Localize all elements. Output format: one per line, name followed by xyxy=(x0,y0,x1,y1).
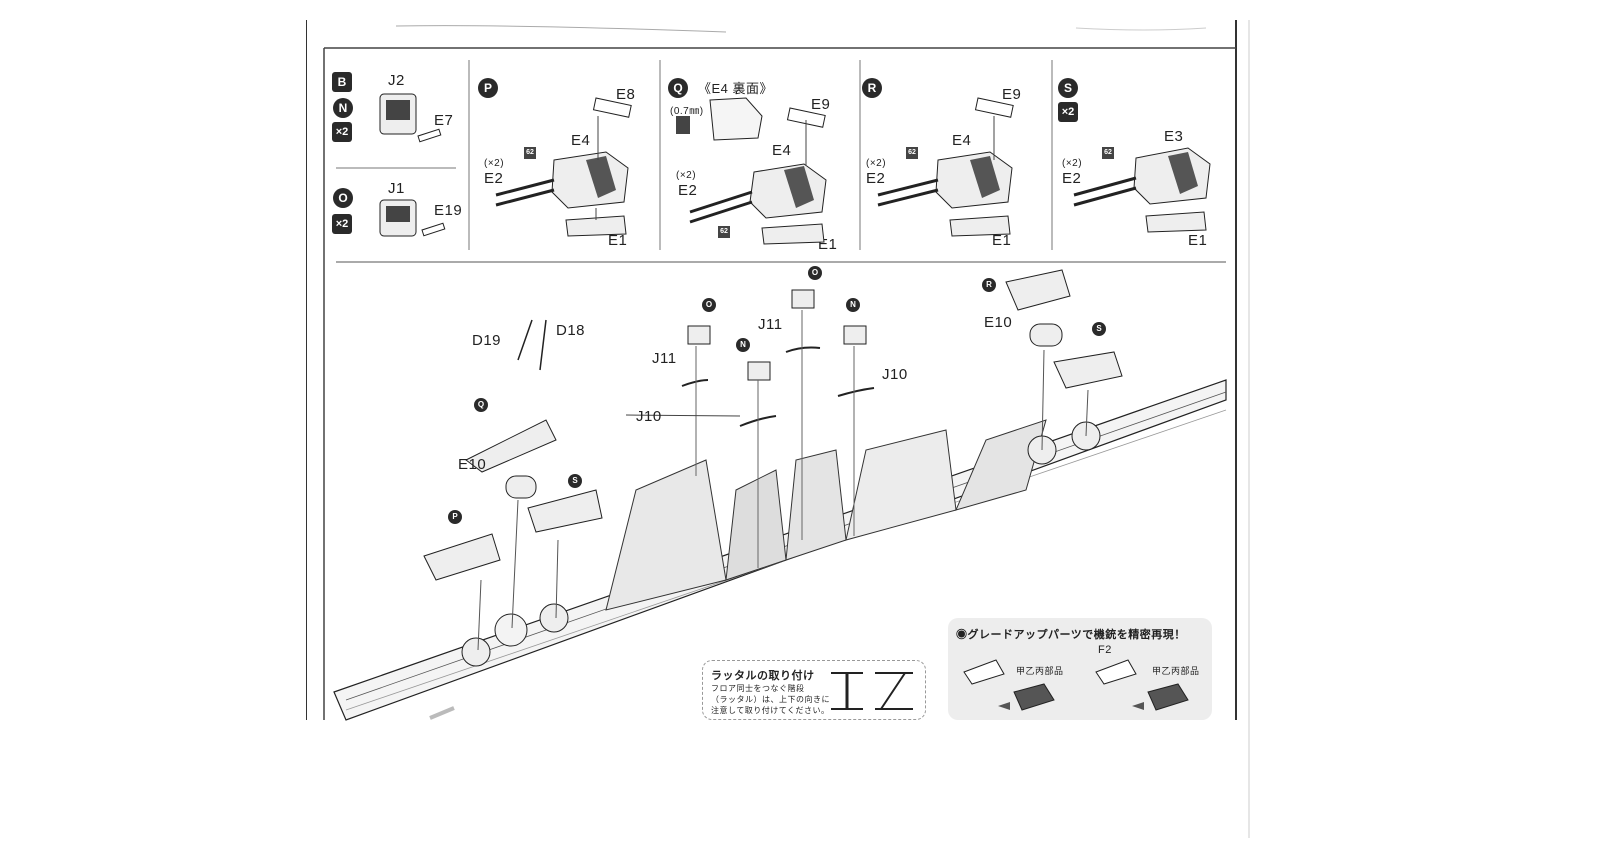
ship-hull-drawing xyxy=(333,269,1227,721)
upgrade-part-label: 甲乙丙部品 xyxy=(1152,666,1200,676)
step-badge-r: R xyxy=(862,78,882,98)
part-label: E2 xyxy=(1062,170,1082,187)
part-label: E2 xyxy=(866,170,886,187)
ladder-diagram xyxy=(831,672,913,710)
part-label: D18 xyxy=(556,322,586,339)
part-label: J2 xyxy=(388,72,405,89)
qty-badge: ×2 xyxy=(1058,102,1078,122)
turret-j1-drawing xyxy=(379,199,446,237)
step-badge-b: B xyxy=(332,72,352,92)
part-label: E8 xyxy=(616,86,636,103)
qty-label: (×2) xyxy=(484,158,505,169)
qty-label: (×2) xyxy=(676,170,697,181)
ladder-note-box: ラッタルの取り付け フロア同士をつなぐ階段 （ラッタル）は、上下の向きに 注意し… xyxy=(702,660,926,720)
part-ref-badge: 62 xyxy=(524,147,536,159)
assembly-badge-s: S xyxy=(568,474,582,488)
step-badge-o: O xyxy=(333,188,353,208)
part-label: E2 xyxy=(678,182,698,199)
part-ref-badge: 62 xyxy=(1102,147,1114,159)
assembly-badge-r: R xyxy=(982,278,996,292)
part-label: E1 xyxy=(992,232,1012,249)
part-label: J11 xyxy=(652,350,677,367)
part-label: J11 xyxy=(758,316,783,333)
assembly-badge-s: S xyxy=(1092,322,1106,336)
turret-r-drawing xyxy=(877,97,1014,237)
assembly-badge-p: P xyxy=(448,510,462,524)
assembly-badge-n: N xyxy=(846,298,860,312)
part-label: E7 xyxy=(434,112,454,129)
assembly-badge-o: O xyxy=(808,266,822,280)
part-label: E4 xyxy=(952,132,972,149)
assembly-badge-n: N xyxy=(736,338,750,352)
qty-label: (×2) xyxy=(866,158,887,169)
part-label: E19 xyxy=(434,202,463,219)
upgrade-part-label: 甲乙丙部品 xyxy=(1016,666,1064,676)
upgrade-note-title: ◉グレードアップパーツで機銃を精密再現！ xyxy=(956,629,1186,641)
step-title: 《E4 裏面》 xyxy=(698,81,774,96)
turret-p-drawing xyxy=(495,97,632,237)
upgrade-note-box: ◉グレードアップパーツで機銃を精密再現！ F2 甲乙丙部品 甲乙丙部品 xyxy=(948,618,1212,720)
part-ref-badge: 62 xyxy=(718,226,730,238)
part-label: J10 xyxy=(882,366,908,383)
ladder-note-title: ラッタルの取り付け xyxy=(711,670,815,682)
upgrade-diagram xyxy=(963,659,1189,711)
part-label: E4 xyxy=(772,142,792,159)
part-label: F2 xyxy=(1098,644,1112,656)
ladder-note-line: 注意して取り付けてください。 xyxy=(711,706,830,715)
part-label: E1 xyxy=(1188,232,1208,249)
turret-j2-drawing xyxy=(379,93,442,143)
step-badge-p: P xyxy=(478,78,498,98)
assembly-badge-q: Q xyxy=(474,398,488,412)
turret-q-drawing xyxy=(676,97,827,245)
part-label: E4 xyxy=(571,132,591,149)
part-label: E3 xyxy=(1164,128,1184,145)
part-label: J10 xyxy=(636,408,662,425)
instruction-sheet: B N ×2 J2 E7 O ×2 J1 E19 P E8 E4 (×2) 62… xyxy=(306,20,1305,838)
part-label: J1 xyxy=(388,180,405,197)
part-label: E1 xyxy=(608,232,628,249)
step-badge-s: S xyxy=(1058,78,1078,98)
assembly-badge-o: O xyxy=(702,298,716,312)
part-label: E9 xyxy=(811,96,831,113)
qty-badge: ×2 xyxy=(332,214,352,234)
part-label: E2 xyxy=(484,170,504,187)
part-label: E10 xyxy=(984,314,1013,331)
part-ref-badge: 62 xyxy=(906,147,918,159)
hole-size-label: (0.7㎜) xyxy=(670,106,704,117)
part-label: E9 xyxy=(1002,86,1022,103)
step-badge-q: Q xyxy=(668,78,688,98)
qty-label: (×2) xyxy=(1062,158,1083,169)
step-badge-n: N xyxy=(333,98,353,118)
part-label: D19 xyxy=(472,332,502,349)
ladder-note-line: フロア同士をつなぐ階段 xyxy=(711,684,805,693)
qty-badge: ×2 xyxy=(332,122,352,142)
sheet-frame xyxy=(306,20,1250,838)
ladder-note-line: （ラッタル）は、上下の向きに xyxy=(711,695,830,704)
part-label: E10 xyxy=(458,456,487,473)
turret-s-drawing xyxy=(1073,147,1211,233)
